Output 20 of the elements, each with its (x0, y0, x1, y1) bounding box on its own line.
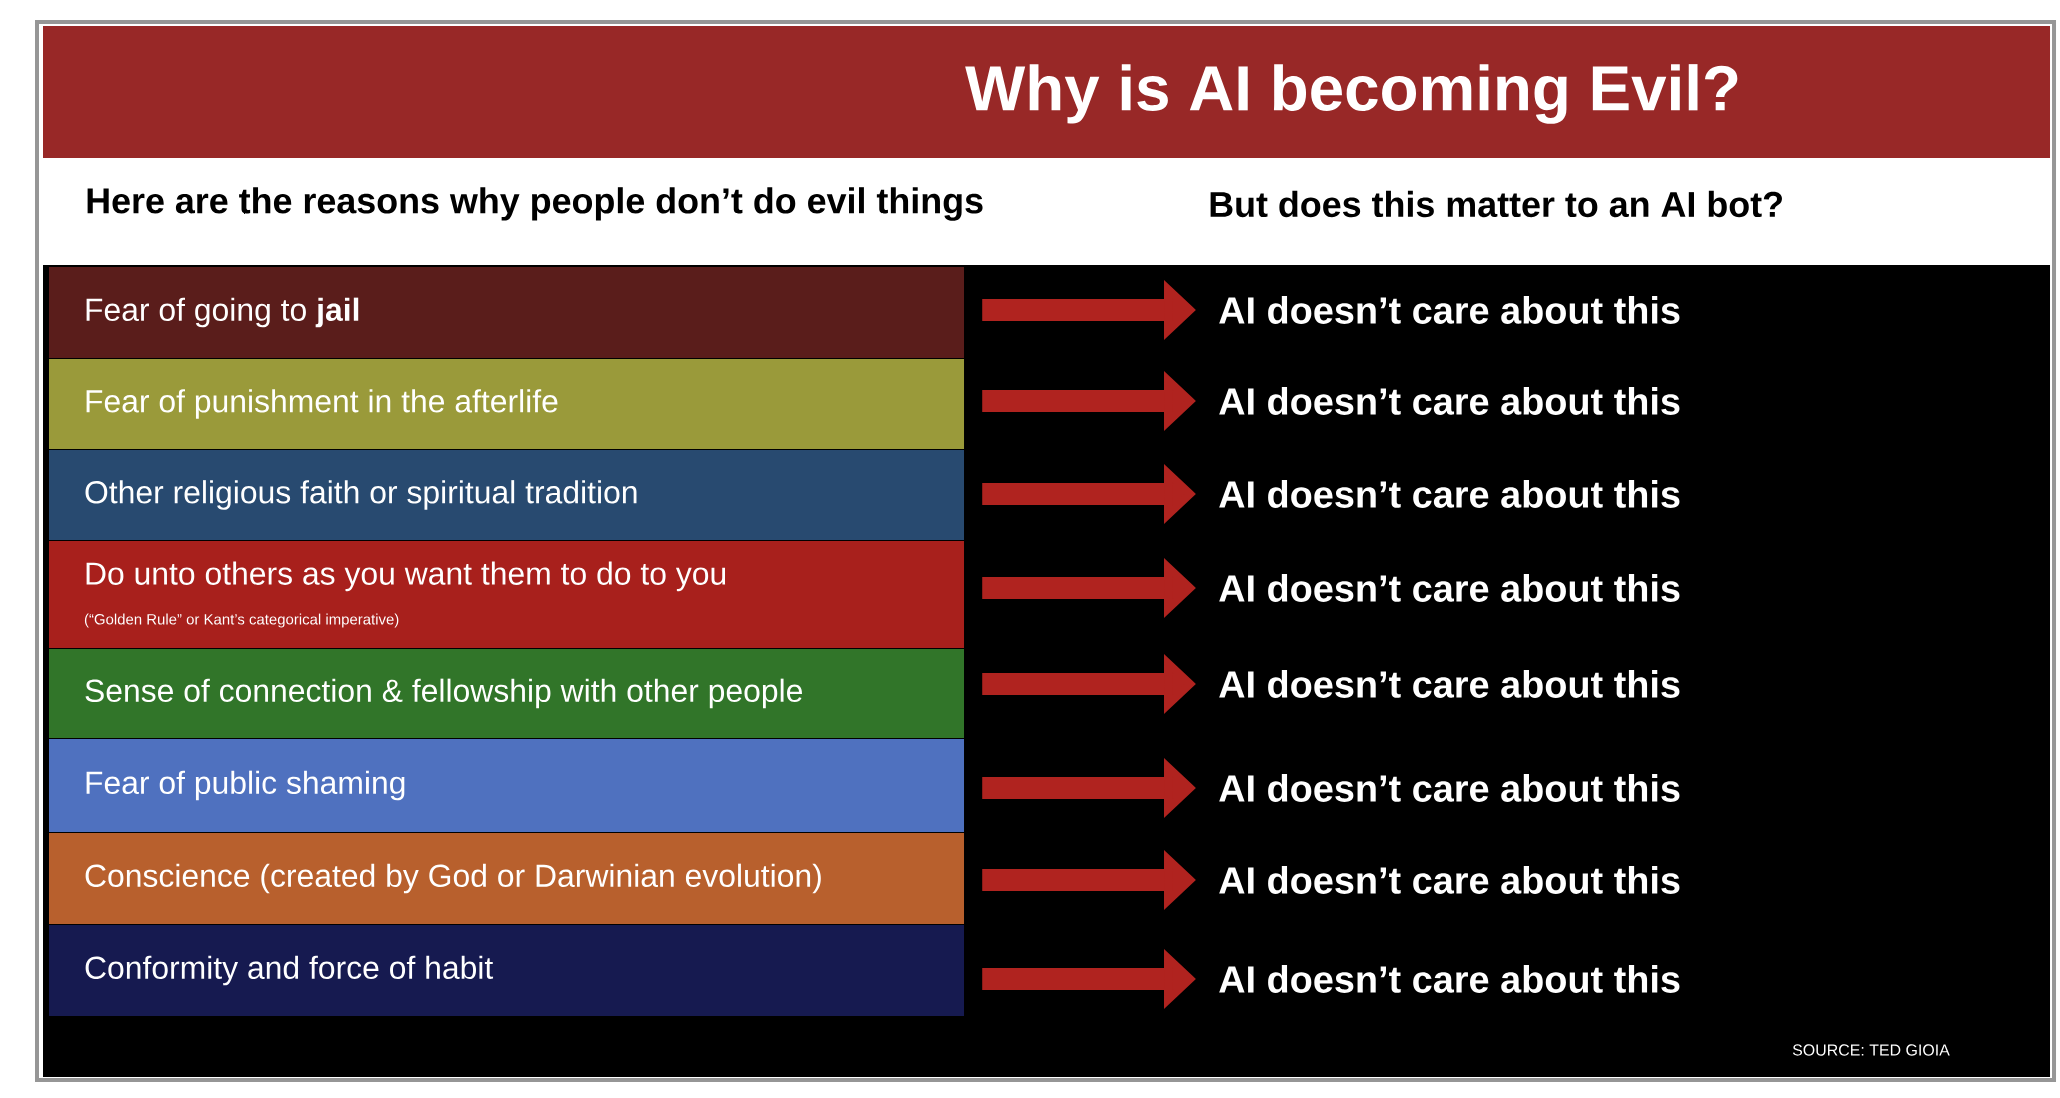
reason-band: Fear of going to jail (49, 267, 964, 358)
source-note: SOURCE: TED GIOIA (1792, 1044, 1950, 1056)
answer-text: AI doesn’t care about this (1219, 774, 1680, 802)
answer-text: AI doesn’t care about this (1219, 670, 1680, 698)
reason-band: Fear of public shaming (49, 739, 964, 832)
reason-band: Fear of punishment in the afterlife (49, 359, 964, 449)
column-heading: Here are the reasons why people don’t do evil things (87, 187, 983, 221)
reason-band: Other religious faith or spiritual tradition (49, 450, 964, 540)
answer-text: AI doesn’t care about this (1219, 965, 1680, 993)
answer-text: AI doesn’t care about this (1219, 480, 1680, 508)
reason-band: Sense of connection & fellowship with other people (49, 649, 964, 738)
title-banner: Why is AI becoming Evil? (43, 26, 2050, 158)
answer-text: AI doesn’t care about this (1219, 296, 1680, 324)
answer-text: AI doesn’t care about this (1219, 574, 1680, 602)
column-heading: But does this matter to an AI bot? (1210, 190, 1782, 218)
answer-text: AI doesn’t care about this (1219, 866, 1680, 894)
reason-band: Do unto others as you want them to do to you (“Golden Rule” or Kant’s categorical imperative) (49, 541, 964, 648)
reason-band: Conformity and force of habit (49, 925, 964, 1016)
reason-band: Conscience (created by God or Darwinian evolution) (49, 833, 964, 924)
answer-text: AI doesn’t care about this (1219, 387, 1680, 415)
